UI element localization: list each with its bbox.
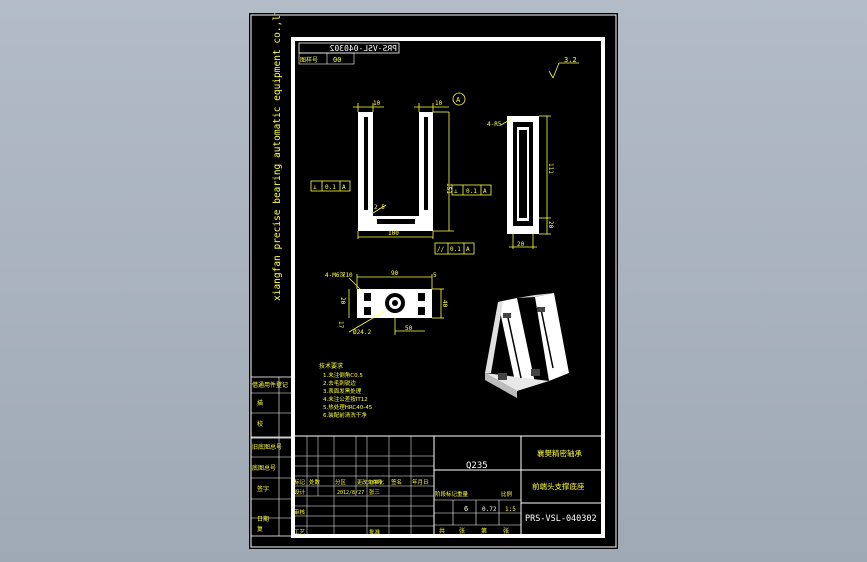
material-text: Q235 xyxy=(466,461,488,471)
dimension-label: 2.去毛刺锐边 xyxy=(323,379,356,387)
cad-drawing: xiangfan precise bearing automatic equip… xyxy=(250,13,617,548)
dimension-label: 标记 xyxy=(294,478,306,486)
part-name: 前端头支撑底座 xyxy=(532,481,585,491)
dimension-label: 工艺 xyxy=(294,529,306,536)
dimension-label: 50 xyxy=(405,325,413,332)
dimension-label: 设计 xyxy=(294,488,306,496)
mirror-drawing-no: PRS-VSL-040302 xyxy=(329,44,397,53)
dimension-label: 描 xyxy=(257,399,263,407)
top-label: 图样号 xyxy=(300,56,318,64)
dimension-label: 重量 xyxy=(457,490,469,498)
dimension-label: 0.72 xyxy=(482,506,497,513)
roughness-symbol: 3.2 xyxy=(548,56,579,79)
dimension-label: 20 xyxy=(517,241,525,248)
dimension-label: 5.热处理HRC40-45 xyxy=(323,403,373,411)
dimension-label: 更改文件号 xyxy=(357,479,382,486)
dimension-label: 复 xyxy=(257,525,263,533)
isometric-view xyxy=(485,293,569,398)
top-code: 00 xyxy=(333,56,341,64)
dimension-label: Ø24.2 xyxy=(353,329,371,336)
dimension-label: 日期 xyxy=(257,515,269,523)
inner-border xyxy=(291,37,605,538)
dimension-label: 20 xyxy=(339,297,346,305)
title-block: 标记 处数 分区 更改文件号 签名 年月日 设计 2012/8/27 张三 标准… xyxy=(292,435,604,537)
dimension-label: 签名 xyxy=(391,478,402,486)
dimension-label: 2012/8/27 xyxy=(337,490,364,496)
left-strip-table: 借通用件登记 描 校 旧底图总号 底图总号 签字 日期 复 xyxy=(250,376,294,537)
dimension-label: 分区 xyxy=(335,478,347,486)
dimension-label: 6.装配前清洗干净 xyxy=(323,411,367,419)
dimension-label: 3.表面发黑处理 xyxy=(323,387,362,395)
drawing-number: PRS-VSL-040302 xyxy=(525,514,597,524)
dimension-label: 151 xyxy=(445,183,452,194)
dimension-label: 比例 xyxy=(501,490,513,498)
dimension-label: 6 xyxy=(464,505,468,513)
company-name: 襄樊精密轴承 xyxy=(537,448,582,458)
dimension-label: A xyxy=(483,188,487,195)
dimension-label: 技术要求 xyxy=(319,362,343,370)
dimension-label: 审核 xyxy=(294,508,306,516)
dimension-label: 第 xyxy=(481,527,487,535)
dimension-label: 张三 xyxy=(369,488,381,496)
dimension-label: 100 xyxy=(388,230,399,237)
outer-border xyxy=(250,14,617,548)
dimension-label: A xyxy=(342,184,346,191)
dimension-label: 4-R5 xyxy=(487,121,502,128)
dimension-label: 0.1 xyxy=(325,184,336,191)
dimension-label: 旧底图总号 xyxy=(252,443,282,451)
dimension-label: 年月日 xyxy=(412,478,429,486)
dimension-label: 40 xyxy=(441,300,448,308)
dimension-label: 借通用件登记 xyxy=(252,381,288,389)
svg-text://: // xyxy=(437,246,445,253)
dimension-label: 20 xyxy=(547,221,554,229)
top-view: 4-M6深10 90 5 20 40 17 Ø24.2 50 xyxy=(325,270,448,336)
dimension-label: 校 xyxy=(257,420,263,428)
dimension-label: 标准化 xyxy=(369,479,384,486)
dimension-label: 张 xyxy=(459,527,465,535)
svg-text:⊥: ⊥ xyxy=(313,184,317,191)
dimension-label: A xyxy=(466,246,470,253)
dimension-label: 处数 xyxy=(309,478,321,486)
dimension-label: 签字 xyxy=(257,485,269,493)
drawing-sheet: xiangfan precise bearing automatic equip… xyxy=(249,13,618,549)
dimension-label: 111 xyxy=(547,163,554,174)
svg-text:⊥: ⊥ xyxy=(454,188,458,195)
dimension-label: 张 xyxy=(503,527,509,535)
dimension-label: 10 xyxy=(435,100,443,107)
dimension-label: 阶段标记 xyxy=(435,490,458,498)
dimension-label: 90 xyxy=(391,270,399,277)
top-code-box xyxy=(298,52,355,65)
side-view: 4-R5 111 20 20 xyxy=(487,115,554,249)
dimension-label: 10 xyxy=(373,100,381,107)
dimension-label: 1.未注倒角C0.5 xyxy=(323,371,363,379)
dimension-label: 0.1 xyxy=(466,188,477,195)
dimension-label: 17 xyxy=(337,321,344,329)
dimension-label: 4.未注公差按IT12 xyxy=(323,395,368,403)
front-view: 10 10 A 151 100 2.5 ⊥ 0.1 A ⊥ 0.1 A // 0… xyxy=(310,92,492,255)
dimension-label: A xyxy=(456,96,461,104)
dimension-label: 批准 xyxy=(369,528,381,536)
tech-notes: 技术要求 1.未注倒角C0.5 2.去毛刺锐边 3.表面发黑处理 4.未注公差按… xyxy=(319,362,373,419)
side-company-text: xiangfan precise bearing automatic equip… xyxy=(272,13,283,301)
dimension-label: 底图总号 xyxy=(252,464,276,472)
dimension-label: 1:5 xyxy=(505,506,516,513)
dimension-label: 4-M6深10 xyxy=(325,271,353,279)
dimension-label: 共 xyxy=(439,527,445,535)
dimension-label: 5 xyxy=(433,272,437,279)
dimension-label: 3.2 xyxy=(564,56,577,64)
dimension-label: 2.5 xyxy=(374,204,385,211)
dimension-label: 0.1 xyxy=(450,246,461,253)
